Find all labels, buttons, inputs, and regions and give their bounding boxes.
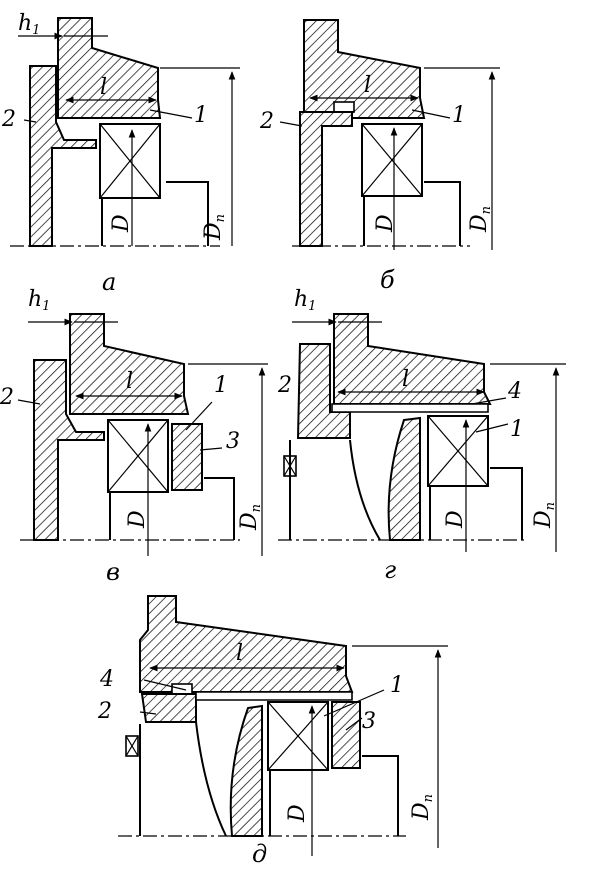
deflector-curve (195, 721, 227, 837)
shaft (289, 440, 523, 540)
label-2: 2 (259, 109, 274, 134)
label-D: D (125, 510, 150, 529)
figure-v: h1 l 1 2 3 D Dп в (0, 287, 268, 586)
label-Dp: Dп (531, 502, 558, 529)
label-l: l (402, 367, 409, 392)
label-2: 2 (1, 107, 16, 132)
label-D: D (109, 214, 134, 233)
oil-deflector (387, 416, 421, 541)
caption-v: в (106, 558, 120, 586)
label-h1: h1 (18, 11, 40, 38)
housing-body (69, 313, 190, 415)
caption-d: д (252, 840, 267, 868)
shaft (109, 477, 235, 540)
shaft (101, 181, 209, 246)
label-1: 1 (390, 673, 404, 698)
label-l: l (364, 73, 371, 98)
label-1: 1 (452, 103, 466, 128)
cover-2 (140, 693, 197, 723)
label-1: 1 (510, 417, 524, 442)
housing-body (139, 595, 354, 693)
oil-deflector (229, 704, 263, 837)
housing-body (333, 313, 492, 405)
label-4: 4 (99, 667, 114, 692)
label-D: D (443, 510, 468, 529)
spacer-3 (171, 423, 203, 491)
label-l: l (100, 75, 107, 100)
sleeve-4 (331, 403, 489, 413)
figure-g: h1 l 1 2 4 D Dп г (277, 287, 566, 584)
label-D: D (373, 214, 398, 233)
caption-a: а (102, 268, 116, 296)
figure-b: l 1 2 D Dп б (259, 19, 500, 294)
caption-b: б (380, 266, 395, 294)
figure-d: l 1 2 3 4 D Dп д (97, 595, 448, 868)
housing-body (57, 17, 162, 119)
label-1: 1 (214, 373, 228, 398)
label-Dp: Dп (201, 214, 228, 241)
deflector-curve (349, 439, 381, 541)
shaft (139, 724, 399, 836)
label-l: l (126, 369, 133, 394)
label-3: 3 (226, 429, 240, 454)
label-h1: h1 (294, 287, 316, 314)
label-4: 4 (507, 379, 522, 404)
label-Dp: Dп (237, 504, 264, 531)
sleeve-4 (195, 691, 353, 701)
label-h1: h1 (28, 287, 50, 314)
label-l: l (236, 641, 243, 666)
shaft (363, 181, 461, 246)
cover-2 (299, 111, 353, 247)
label-Dp: Dп (467, 206, 494, 233)
label-2: 2 (0, 385, 14, 410)
label-1: 1 (194, 103, 208, 128)
label-2: 2 (277, 373, 292, 398)
caption-g: г (384, 556, 396, 584)
label-Dp: Dп (409, 794, 436, 821)
label-3: 3 (362, 709, 376, 734)
label-D: D (285, 804, 310, 823)
housing-body (303, 19, 426, 119)
figure-a: h1 l 1 2 D Dп а (1, 11, 240, 296)
label-2: 2 (97, 699, 112, 724)
spacer-3 (331, 701, 361, 769)
seal-key (333, 101, 355, 113)
